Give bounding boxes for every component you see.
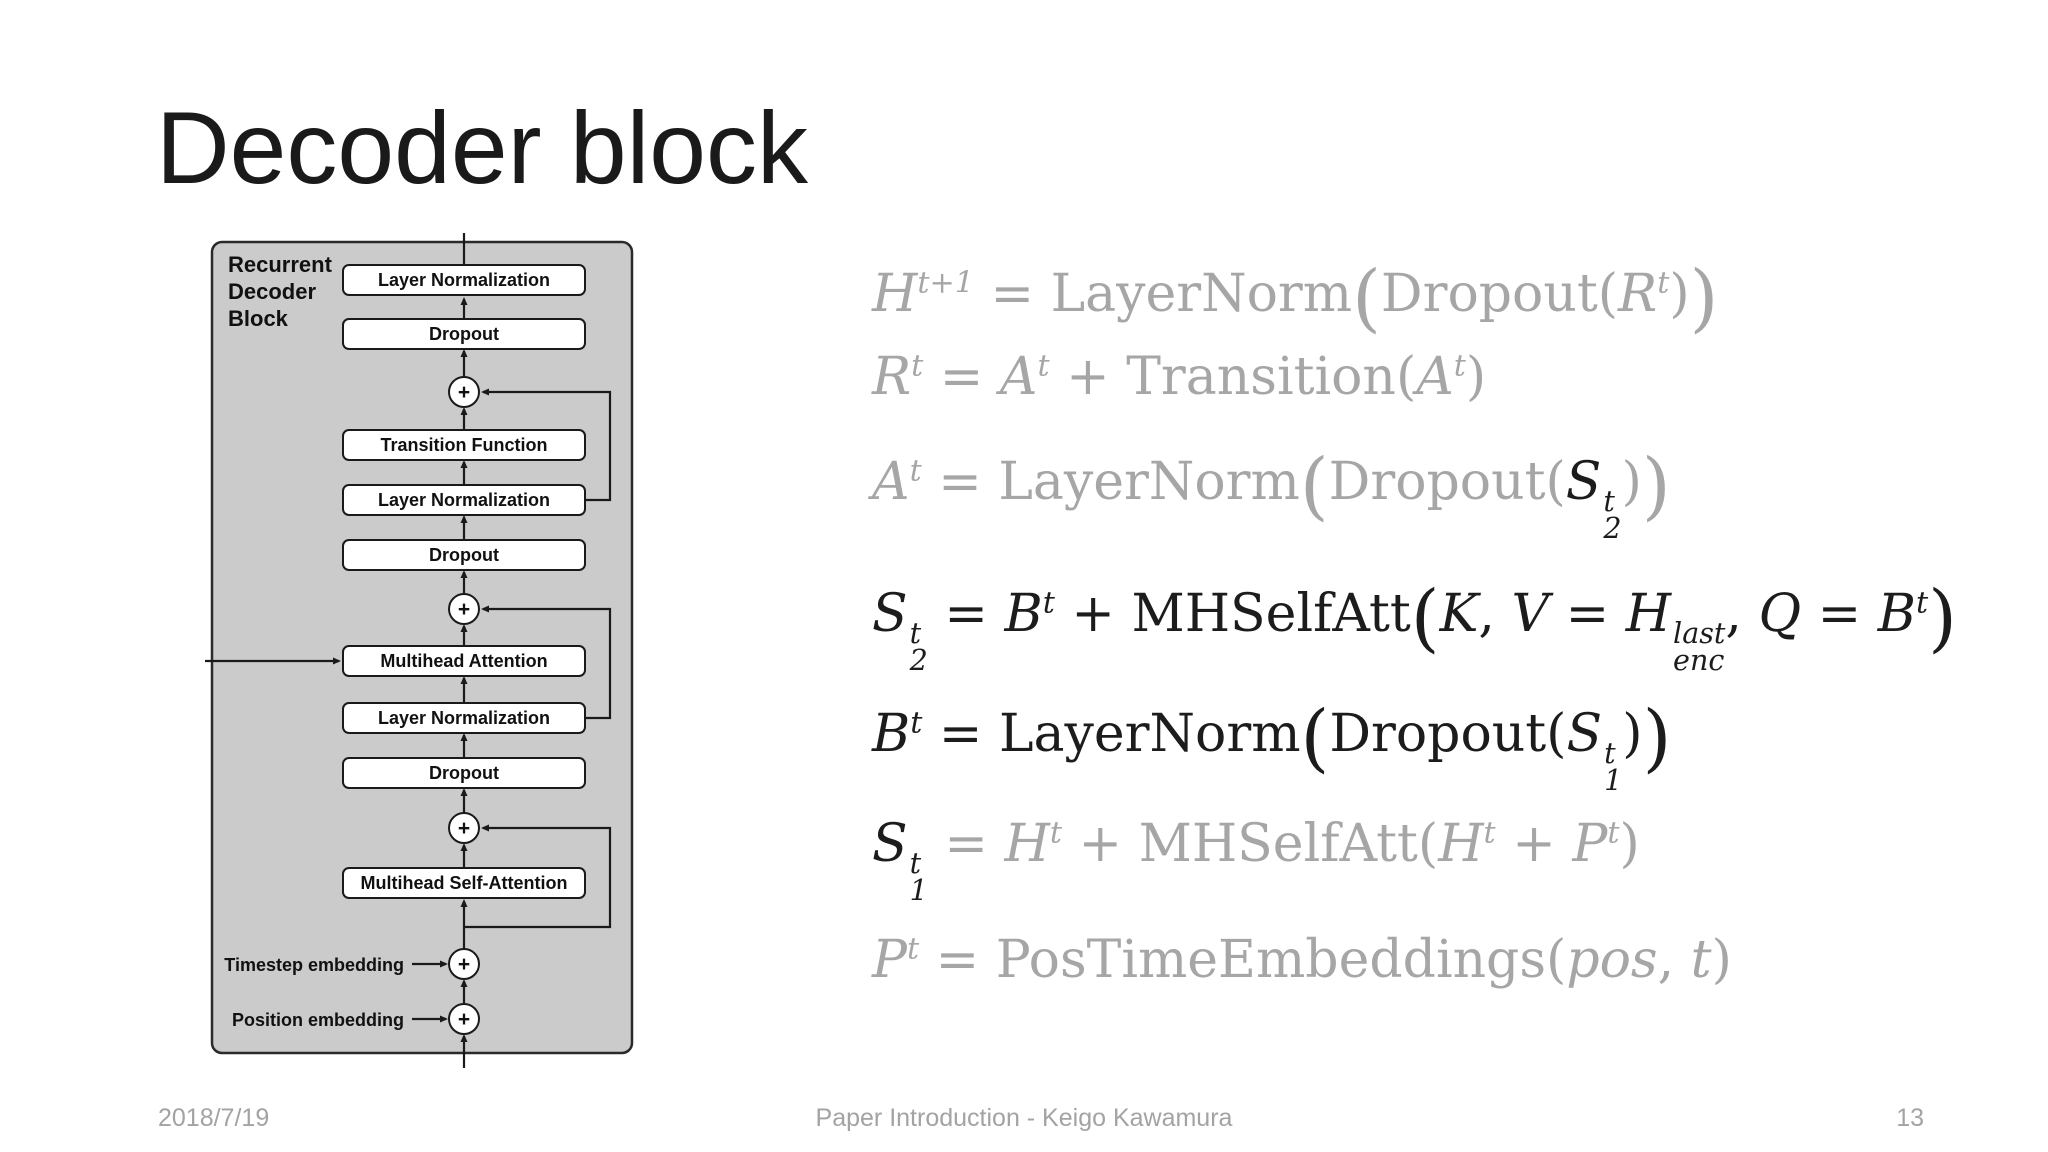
equation-2: Rt = At + Transition(At) [872,347,1487,407]
plus-icon: + [458,953,470,976]
recurrent-decoder-block-label: Block [228,306,289,331]
residual-connection-2 [481,605,612,720]
footer-page-number: 13 [1896,1104,1924,1132]
add-node-5: + [448,1003,480,1035]
footer-date: 2018/7/19 [158,1104,270,1132]
slide-footer: 2018/7/19 Paper Introduction - Keigo Kaw… [0,1104,2048,1144]
footer-title: Paper Introduction - Keigo Kawamura [815,1104,1233,1132]
add-node-4: + [448,948,480,980]
plus-icon: + [458,1008,470,1031]
plus-icon: + [458,817,470,840]
plus-icon: + [458,598,470,621]
layer-normalization-3-box: Layer Normalization [342,702,586,734]
multihead-self-attention-label: Multihead Self-Attention [361,873,568,893]
recurrent-decoder-block-label: Recurrent [228,252,333,277]
equation-7: Pt = PosTimeEmbeddings(pos, t) [872,930,1732,990]
residual-connection-1 [481,388,612,502]
decoder-block-diagram: Recurrent Decoder Block Layer Normaliza [205,233,634,1068]
multihead-attention-box: Multihead Attention [342,645,586,677]
dropout-1-box: Dropout [342,318,586,350]
transition-function-label: Transition Function [381,435,548,455]
equation-1: Ht+1 = LayerNorm(Dropout(Rt)) [872,255,1719,341]
dropout-2-label: Dropout [429,545,499,565]
plus-icon: + [458,381,470,404]
layer-normalization-2-box: Layer Normalization [342,484,586,516]
dropout-1-label: Dropout [429,324,499,344]
layer-normalization-3-label: Layer Normalization [378,708,550,728]
dropout-2-box: Dropout [342,539,586,571]
dropout-3-label: Dropout [429,763,499,783]
multihead-self-attention-box: Multihead Self-Attention [342,867,586,899]
recurrent-decoder-block-label: Decoder [228,279,316,304]
dropout-3-box: Dropout [342,757,586,789]
layer-normalization-1-box: Layer Normalization [342,264,586,296]
layer-normalization-2-label: Layer Normalization [378,490,550,510]
add-node-1: + [448,376,480,408]
add-node-3: + [448,812,480,844]
timestep-embedding-label: Timestep embedding [224,955,404,975]
add-node-2: + [448,593,480,625]
position-embedding-label: Position embedding [232,1010,404,1030]
layer-normalization-1-label: Layer Normalization [378,270,550,290]
multihead-attention-label: Multihead Attention [380,651,547,671]
residual-connection-3 [464,824,612,929]
page-title: Decoder block [156,91,808,205]
transition-function-box: Transition Function [342,429,586,461]
